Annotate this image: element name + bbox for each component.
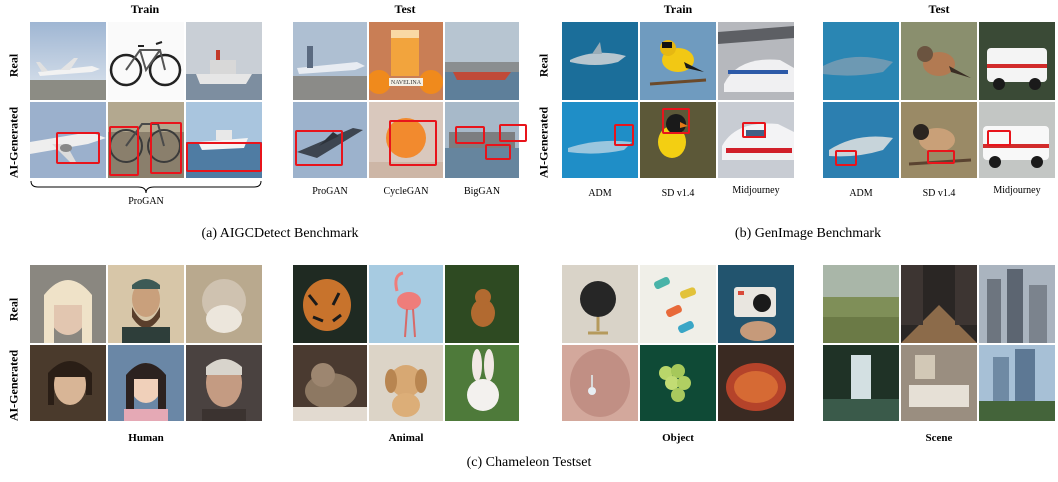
category-label-human: Human	[128, 432, 164, 444]
highlight-box	[56, 132, 100, 164]
image-ai-airplane	[30, 102, 106, 178]
panel-a-row-label-ai: AI-Generated	[6, 106, 21, 179]
animal-grid	[293, 265, 519, 421]
image-ai-shark-test	[823, 102, 899, 178]
panel-b-test-generator-label: Midjourney	[993, 185, 1041, 196]
panel-b-caption: (b) GenImage Benchmark	[734, 226, 882, 241]
panel-b-test-header: Test	[928, 2, 950, 16]
image-real-ambulance	[979, 22, 1055, 100]
image-ai-scene	[979, 345, 1055, 421]
highlight-box	[295, 130, 343, 166]
panel-b-test-generator-label: ADM	[849, 188, 873, 199]
highlight-box	[499, 124, 527, 142]
image-real-animal	[293, 265, 367, 343]
image-real-human	[108, 265, 184, 343]
image-ai-goldfinch	[640, 102, 716, 178]
image-ai-scene	[823, 345, 899, 421]
panel-a-test-generator-label: BigGAN	[463, 186, 501, 197]
category-label-animal: Animal	[388, 432, 424, 444]
image-real-harbor	[445, 22, 519, 100]
scene-grid	[823, 265, 1055, 421]
image-ai-object	[562, 345, 638, 421]
panel-a-row-label-real: Real	[6, 53, 21, 78]
object-grid	[562, 265, 794, 421]
highlight-box	[389, 120, 437, 166]
image-real-scene	[823, 265, 899, 343]
panel-b-train-generator-label: Midjourney	[732, 185, 780, 196]
panel-b-test-grid	[823, 22, 1055, 178]
image-ai-human	[186, 345, 262, 421]
highlight-box	[835, 150, 857, 166]
image-real-human	[30, 265, 106, 343]
image-ai-animal	[445, 345, 519, 421]
image-real-shark	[562, 22, 638, 100]
panel-b-train-grid	[562, 22, 794, 178]
panel-b-train-generator-label: SD v1.4	[661, 188, 695, 199]
panel-a-test-grid: NAVELINA	[293, 22, 527, 178]
image-real-goldfinch	[640, 22, 716, 100]
panel-c-row-label-ai: AI-Generated	[6, 349, 21, 422]
image-real-airliner	[293, 22, 367, 100]
image-real-object	[562, 265, 638, 343]
image-real-ship	[186, 22, 262, 100]
panel-a-train-grid	[30, 22, 262, 178]
highlight-box	[109, 126, 139, 176]
image-ai-object	[640, 345, 716, 421]
image-ai-ambulance	[979, 102, 1055, 178]
panel-c-caption: (c) Chameleon Testset	[466, 455, 592, 470]
highlight-box	[614, 124, 634, 146]
panel-a-caption: (a) AIGCDetect Benchmark	[201, 226, 359, 241]
image-ai-human	[108, 345, 184, 421]
panel-b-row-label-ai: AI-Generated	[536, 106, 551, 179]
image-real-train	[718, 22, 794, 100]
panel-b-train-header: Train	[663, 2, 693, 16]
curly-brace	[30, 180, 262, 194]
image-ai-animal	[369, 345, 443, 421]
image-ai-ship	[186, 102, 262, 178]
image-real-airplane	[30, 22, 106, 100]
image-real-scene	[901, 265, 977, 343]
image-real-bicycle	[108, 22, 184, 100]
image-real-animal	[369, 265, 443, 343]
image-ai-train	[718, 102, 794, 178]
panel-c-row-label-real: Real	[6, 297, 21, 322]
image-real-oranges: NAVELINA	[369, 22, 443, 100]
human-grid	[30, 265, 262, 421]
highlight-box	[742, 122, 766, 138]
image-ai-orange-juice	[369, 102, 443, 178]
highlight-box	[927, 150, 955, 164]
image-real-object	[718, 265, 794, 343]
highlight-box	[987, 130, 1011, 146]
highlight-box	[485, 144, 511, 160]
image-real-shark-test	[823, 22, 899, 100]
category-label-scene: Scene	[925, 432, 953, 444]
image-ai-sparrow	[901, 102, 977, 178]
panel-b-row-label-real: Real	[536, 53, 551, 78]
panel-a-test-generator-label: ProGAN	[312, 186, 348, 197]
highlight-box	[186, 142, 262, 172]
image-real-scene	[979, 265, 1055, 343]
highlight-box	[662, 108, 690, 134]
orange-brand-logo: NAVELINA	[391, 80, 422, 86]
image-ai-human	[30, 345, 106, 421]
image-real-animal	[445, 265, 519, 343]
panel-a-train-header: Train	[130, 2, 160, 16]
image-ai-object	[718, 345, 794, 421]
image-real-human	[186, 265, 262, 343]
panel-b-test-generator-label: SD v1.4	[922, 188, 956, 199]
category-label-object: Object	[662, 432, 694, 444]
image-real-sparrow	[901, 22, 977, 100]
image-ai-animal	[293, 345, 367, 421]
panel-a-test-generator-label: CycleGAN	[383, 186, 429, 197]
highlight-box	[150, 122, 182, 174]
panel-b-train-generator-label: ADM	[588, 188, 612, 199]
panel-a-test-header: Test	[394, 2, 416, 16]
panel-a-train-generator-label: ProGAN	[128, 196, 164, 207]
highlight-box	[455, 126, 485, 144]
image-real-object	[640, 265, 716, 343]
image-ai-scene	[901, 345, 977, 421]
